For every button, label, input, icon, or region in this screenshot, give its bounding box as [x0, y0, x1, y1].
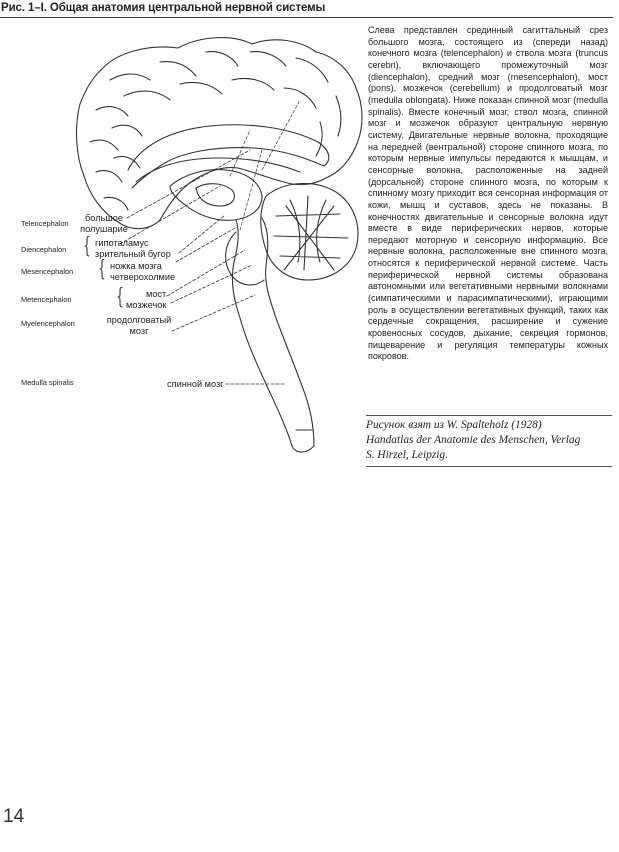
page-number: 14	[3, 806, 24, 828]
division-medulla-spinalis: Medulla spinalis	[21, 378, 74, 387]
label-medulla-line1: продолговатый	[104, 315, 174, 326]
label-hypothalamus: гипоталамус	[95, 238, 149, 249]
label-peduncle: ножка мозга	[110, 261, 162, 272]
description-text: Слева представлен срединный сагиттальный…	[368, 25, 608, 363]
label-pons: мост	[146, 289, 166, 300]
label-hemisphere: большое полушарие	[80, 213, 128, 235]
caption-line1: Рисунок взят из W. Spalteholz (1928)	[366, 418, 611, 433]
label-tectum: четверохолмие	[110, 272, 175, 283]
division-myelencephalon: Myelencephalon	[21, 319, 75, 328]
brace-metencephalon: {	[116, 287, 124, 309]
brace-mesencephalon: {	[98, 259, 106, 281]
label-thalamus: зрительный бугор	[95, 249, 171, 260]
caption-top-rule	[366, 415, 612, 416]
caption-line3: S. Hirzel, Leipzig.	[366, 448, 611, 463]
division-diencephalon: Diencephalon	[21, 245, 66, 254]
label-medulla-line2: мозг	[104, 326, 174, 337]
label-spinal-cord: спинной мозг	[167, 379, 224, 390]
caption-bottom-rule	[366, 466, 612, 467]
brace-diencephalon: {	[83, 236, 91, 258]
label-hemisphere-line1: большое	[80, 213, 128, 224]
label-cerebellum: мозжечок	[126, 300, 166, 311]
caption-line2: Handatlas der Anatomie des Menschen, Ver…	[366, 433, 611, 448]
division-metencephalon: Metencephalon	[21, 295, 72, 304]
division-telencephalon: Telencephalon	[21, 219, 69, 228]
division-mesencephalon: Mesencephalon	[21, 267, 73, 276]
figure-source-caption: Рисунок взят из W. Spalteholz (1928) Han…	[366, 418, 611, 463]
label-medulla-oblongata: продолговатый мозг	[104, 315, 174, 337]
